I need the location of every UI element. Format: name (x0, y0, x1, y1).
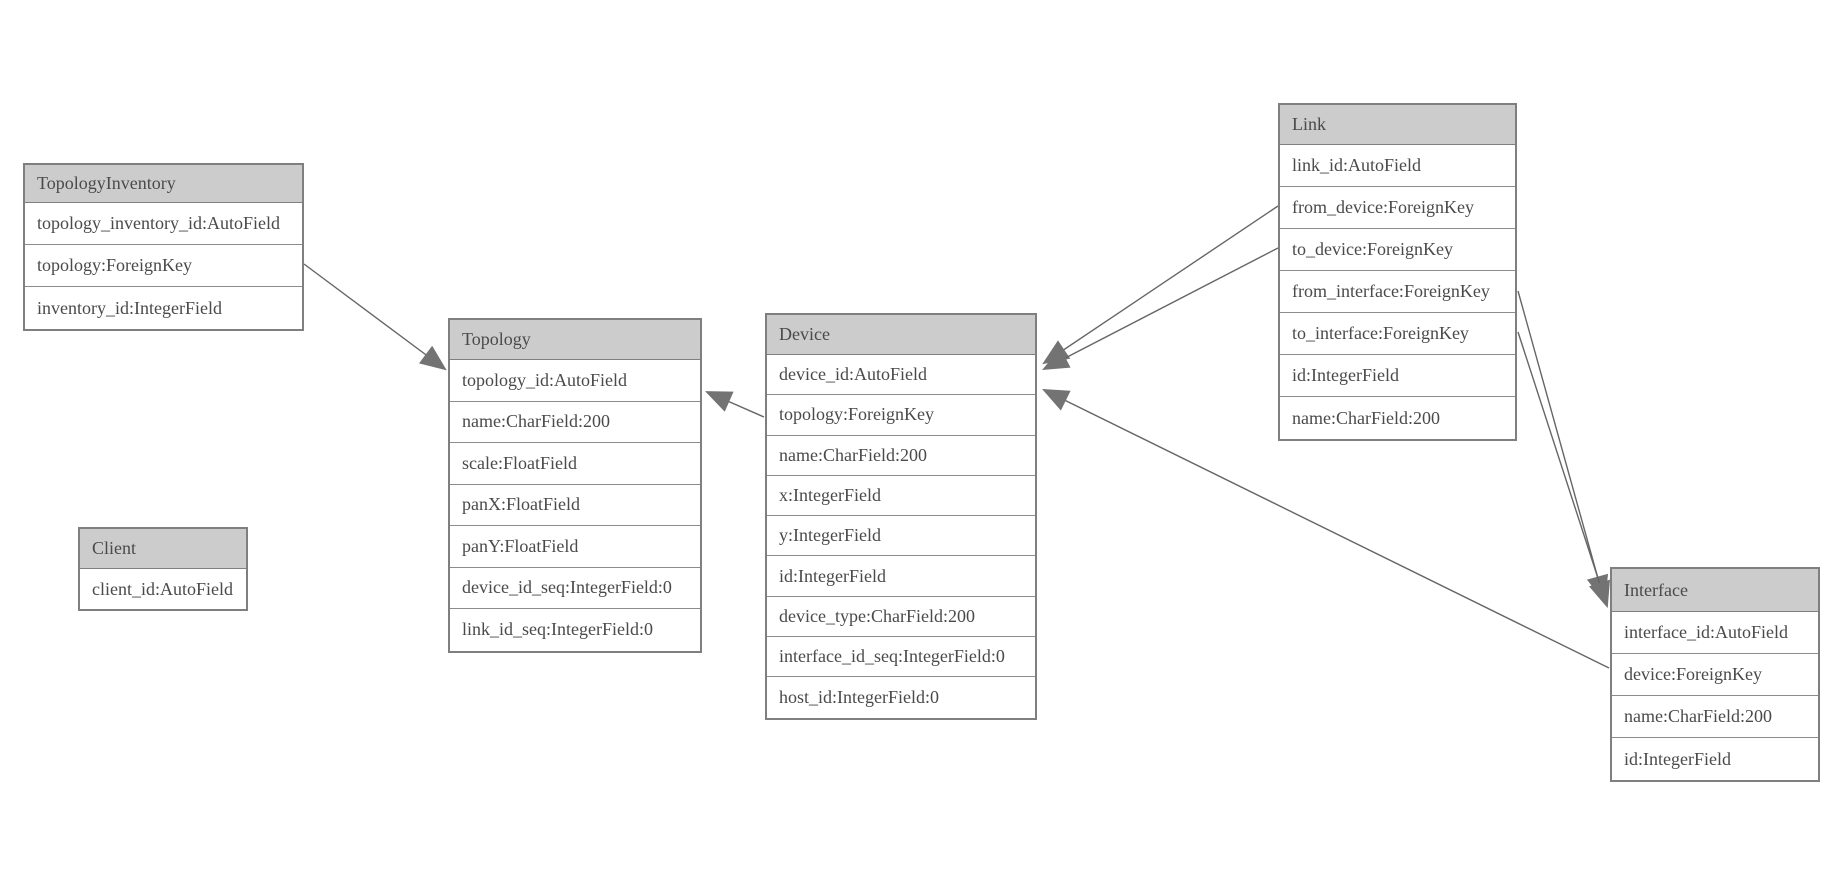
edge-link-to-device (1042, 247, 1279, 371)
table-row: device_id:AutoField (767, 355, 1035, 396)
table-row: name:CharField:200 (1280, 397, 1515, 439)
table-row: from_device:ForeignKey (1280, 187, 1515, 229)
table-row: panY:FloatField (450, 526, 700, 568)
table-row: interface_id:AutoField (1612, 612, 1818, 654)
table-row: to_device:ForeignKey (1280, 229, 1515, 271)
table-topologyinventory-header: TopologyInventory (25, 165, 302, 203)
table-row: name:CharField:200 (1612, 696, 1818, 738)
table-row: panX:FloatField (450, 484, 700, 526)
table-device-header: Device (767, 315, 1035, 355)
table-row: id:IntegerField (1612, 738, 1818, 780)
table-device: Device device_id:AutoField topology:Fore… (765, 313, 1037, 720)
table-row: x:IntegerField (767, 475, 1035, 517)
table-interface-header: Interface (1612, 569, 1818, 612)
table-row: id:IntegerField (767, 556, 1035, 597)
table-row: topology_inventory_id:AutoField (25, 203, 302, 245)
edge-interface-device (1042, 389, 1610, 669)
table-client-header: Client (80, 529, 246, 569)
table-row: device:ForeignKey (1612, 654, 1818, 696)
edge-topologyinventory-topology (303, 263, 447, 371)
table-link-header: Link (1280, 105, 1515, 145)
table-link: Link link_id:AutoField from_device:Forei… (1278, 103, 1517, 441)
edge-link-from-interface (1517, 290, 1609, 603)
table-topology: Topology topology_id:AutoField name:Char… (448, 318, 702, 653)
table-interface: Interface interface_id:AutoField device:… (1610, 567, 1820, 782)
table-row: device_id_seq:IntegerField:0 (450, 567, 700, 609)
table-row: link_id_seq:IntegerField:0 (450, 609, 700, 651)
table-row: id:IntegerField (1280, 355, 1515, 397)
table-row: device_type:CharField:200 (767, 596, 1035, 638)
table-row: topology:ForeignKey (767, 395, 1035, 436)
table-client: Client client_id:AutoField (78, 527, 248, 611)
table-row: name:CharField:200 (767, 435, 1035, 476)
table-row: host_id:IntegerField:0 (767, 677, 1035, 718)
table-row: to_interface:ForeignKey (1280, 313, 1515, 355)
table-row: link_id:AutoField (1280, 145, 1515, 187)
table-row: from_interface:ForeignKey (1280, 271, 1515, 313)
table-row: interface_id_seq:IntegerField:0 (767, 637, 1035, 678)
table-row: y:IntegerField (767, 516, 1035, 557)
table-row: scale:FloatField (450, 443, 700, 485)
edge-link-to-interface (1517, 331, 1610, 609)
table-row: topology:ForeignKey (25, 245, 302, 287)
edge-link-from-device (1042, 205, 1279, 365)
table-row: topology_id:AutoField (450, 360, 700, 402)
table-topology-header: Topology (450, 320, 700, 360)
edge-device-topology (704, 391, 765, 418)
table-topologyinventory: TopologyInventory topology_inventory_id:… (23, 163, 304, 331)
table-row: client_id:AutoField (80, 569, 246, 609)
table-row: inventory_id:IntegerField (25, 287, 302, 329)
table-row: name:CharField:200 (450, 401, 700, 443)
